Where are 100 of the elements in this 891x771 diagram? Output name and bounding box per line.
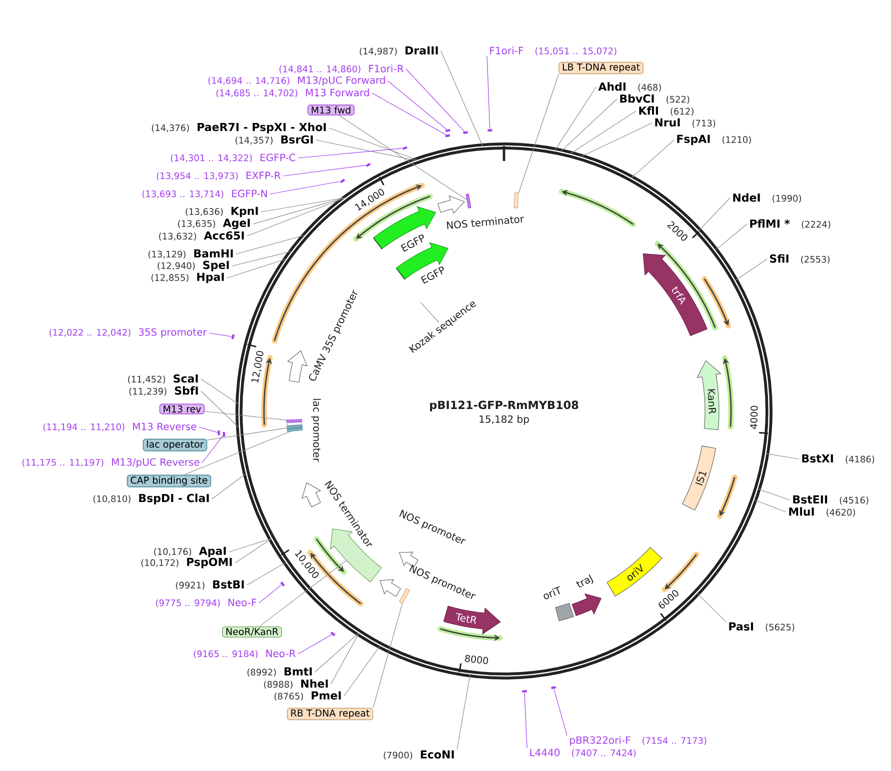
feature-mark <box>399 588 410 604</box>
primer-label: L4440 (7407 .. 7424) <box>530 748 636 758</box>
restriction-site-label: NdeI (1990) <box>733 193 801 203</box>
primer-label: (14,694 .. 14,716) M13/pUC Forward <box>208 76 385 86</box>
leader-line <box>314 633 359 672</box>
leader-line <box>259 560 347 627</box>
feature-label: NOS terminator <box>446 216 524 230</box>
leader-line <box>698 198 730 231</box>
restriction-site-label: (10,810) BspDI - ClaI <box>93 494 209 504</box>
leader-line <box>198 426 218 433</box>
primer-label: (14,841 .. 14,860) F1ori-R <box>280 64 404 74</box>
leader-line <box>440 50 483 146</box>
leader-line <box>328 128 418 160</box>
plasmid-length: 15,182 bp <box>480 415 529 425</box>
leader-line <box>212 474 246 500</box>
feature-label: oriT <box>544 586 560 600</box>
feature-block: IS1 <box>682 446 716 511</box>
leader-line <box>554 86 596 150</box>
primer-label: F1ori-F (15,051 .. 15,072) <box>490 46 616 56</box>
leader-line <box>200 378 238 404</box>
primer-site-mark <box>340 178 346 184</box>
feature-label-box: RB T-DNA repeat <box>286 708 374 720</box>
leader-line <box>758 488 790 500</box>
primer-label: (9775 .. 9794) Neo-F <box>156 598 256 608</box>
leader-line <box>766 454 800 460</box>
leader-line <box>388 80 447 130</box>
primer-label: (14,685 .. 14,702) M13 Forward <box>216 88 369 98</box>
primer-label: (13,693 .. 13,714) EGFP-N <box>142 190 267 198</box>
leader-line <box>456 674 470 750</box>
restriction-site-label: PflMI * (2224) <box>750 219 830 229</box>
restriction-site-label: (8992) BmtI <box>247 667 312 677</box>
feature-mark <box>286 424 302 429</box>
restriction-site-label: (13,635) AgeI <box>178 218 250 230</box>
primer-site-mark <box>218 430 220 436</box>
restriction-site-label: (7900) EcoNI <box>384 750 454 760</box>
restriction-site-label: (12,940) SpeI <box>158 260 229 272</box>
leader-line <box>232 251 292 266</box>
restriction-site-label: (9921) BstBI <box>176 580 244 590</box>
restriction-site-label: AhdI (468) <box>598 82 661 92</box>
tick-label: 12,000 <box>252 350 264 383</box>
leader-line <box>260 197 346 212</box>
restriction-site-label: PasI (5625) <box>729 622 794 632</box>
leader-line <box>560 98 618 152</box>
restriction-site-label: (14,357) BsrGI <box>236 135 313 145</box>
primer-label: (9165 .. 9184) Neo-R <box>194 650 296 658</box>
primer-label: (11,175 .. 11,197) M13/pUC Reverse <box>22 458 200 468</box>
primer-site-mark <box>402 146 408 150</box>
leader-line <box>338 115 468 200</box>
leader-line <box>270 181 340 194</box>
leader-line <box>298 148 403 158</box>
leader-line <box>570 110 636 154</box>
leader-line <box>316 140 416 161</box>
primer-label: pBR322ori-F (7154 .. 7173) <box>570 736 706 746</box>
feature-mark <box>287 428 303 432</box>
primer-site-mark <box>280 582 285 586</box>
restriction-site-label: (13,129) BamHI <box>148 249 233 259</box>
primer-label: (11,194 .. 11,210) M13 Reverse <box>43 422 196 432</box>
leader-line <box>202 436 224 464</box>
leader-line <box>246 562 286 586</box>
feature-label-box: M13 rev <box>159 404 205 414</box>
leader-line <box>234 538 272 564</box>
restriction-site-label: (11,452) ScaI <box>128 374 198 384</box>
feature-mark <box>514 192 519 208</box>
feature-label-box: LB T-DNA repeat <box>558 62 644 74</box>
leader-line <box>697 593 726 622</box>
tick-label: 8000 <box>465 654 488 664</box>
leader-line <box>252 197 346 224</box>
leader-line <box>330 633 359 684</box>
restriction-site-label: (12,855) HpaI <box>151 272 224 284</box>
leader-line <box>208 332 232 337</box>
feature-block: TetR <box>443 606 501 635</box>
leader-line <box>184 431 291 476</box>
primer-site-mark <box>330 632 336 636</box>
primer-site-mark <box>445 134 450 138</box>
primer-site-mark <box>222 432 226 437</box>
leader-line <box>372 92 446 136</box>
restriction-site-label: MluI (4620) <box>789 507 855 517</box>
feature-label: traJ <box>576 574 594 588</box>
restriction-site-label: (8988) NheI <box>264 679 328 689</box>
leader-line <box>735 258 768 280</box>
leader-line <box>206 428 288 440</box>
primer-label: (14,301 .. 14,322) EGFP-C <box>170 154 296 162</box>
restriction-site-label: NruI (713) <box>655 118 716 128</box>
leader-line <box>298 634 332 654</box>
restriction-site-label: BstXI (4186) <box>802 454 874 464</box>
primer-site-mark <box>463 131 468 134</box>
primer-site-mark <box>551 686 556 690</box>
leader-line <box>486 56 490 130</box>
restriction-site-label: BbvCI (522) <box>620 94 690 104</box>
restriction-site-label: (13,636) KpnI <box>186 206 258 218</box>
restriction-site-label: BstEII (4516) <box>793 495 868 505</box>
leader-line <box>282 165 366 176</box>
feature-label-box: M13 fwd <box>308 104 354 116</box>
leader-line <box>226 258 286 278</box>
feature-label-box: CAP binding site <box>126 474 212 488</box>
leader-line <box>631 140 674 178</box>
feature-block: KanR <box>696 360 722 430</box>
plasmid-name: pBI121-GFP-RmMYB108 <box>430 400 578 412</box>
feature-mark <box>286 419 302 423</box>
leader-line <box>372 603 403 708</box>
